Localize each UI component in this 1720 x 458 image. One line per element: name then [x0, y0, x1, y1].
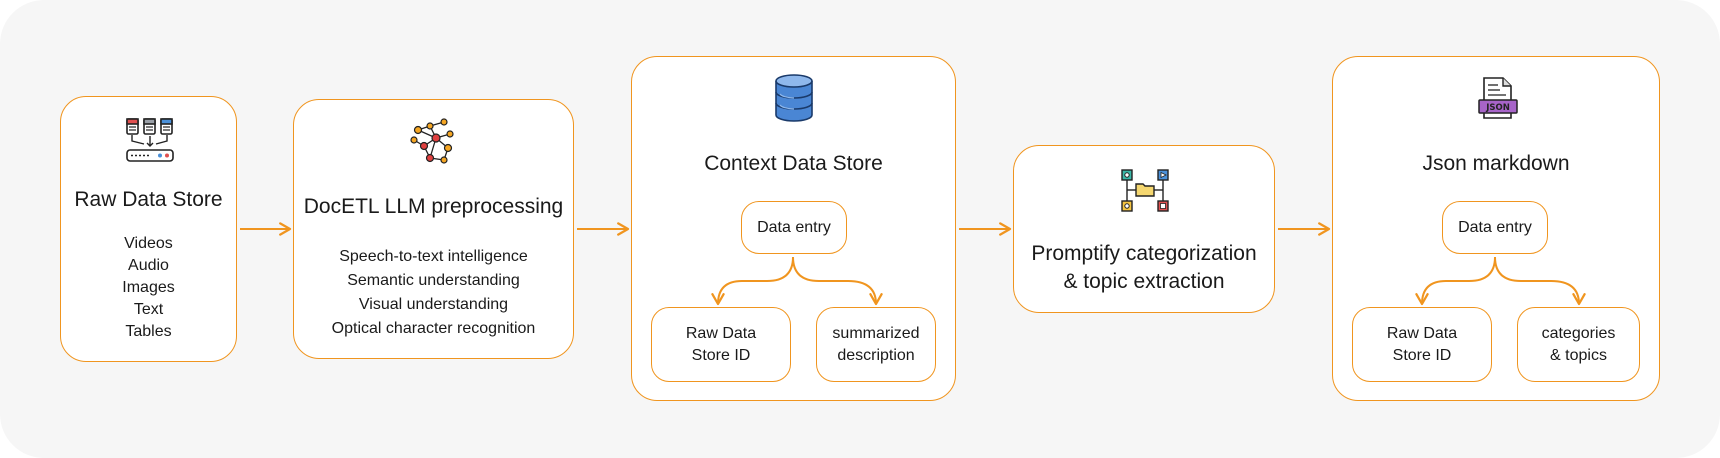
raw-data-store-title: Raw Data Store — [74, 188, 223, 211]
folder-tree-icon — [1121, 166, 1169, 214]
json-file-icon: JSON — [1477, 76, 1519, 120]
json-markdown-title: Json markdown — [1422, 152, 1570, 175]
files-to-server-icon — [124, 117, 176, 165]
docetl-title: DocETL LLM preprocessing — [303, 195, 564, 218]
context-data-store-title: Context Data Store — [704, 152, 883, 175]
docetl-list: Speech-to-text intelligence Semantic und… — [294, 245, 573, 341]
json-raw-data-store-id-box: Raw Data Store ID — [1352, 307, 1492, 382]
list-item: Semantic understanding — [347, 272, 520, 289]
context-data-entry-box: Data entry — [741, 201, 847, 254]
docetl-box: DocETL LLM preprocessing Speech-to-text … — [293, 99, 574, 359]
list-item: Text — [133, 301, 164, 318]
promptify-title-line1: Promptify categorization — [1031, 242, 1257, 265]
promptify-box: Promptify categorization & topic extract… — [1013, 145, 1275, 313]
json-data-entry-box: Data entry — [1442, 201, 1548, 254]
list-item: Videos — [124, 235, 173, 252]
network-graph-icon — [408, 118, 458, 166]
list-item: Images — [122, 279, 175, 296]
list-item: Tables — [125, 323, 172, 340]
database-icon — [774, 74, 814, 122]
json-icon-label: JSON — [1485, 103, 1510, 113]
raw-data-store-box: Raw Data Store Videos Audio Images Text … — [60, 96, 237, 362]
context-summarized-description-box: summarized description — [816, 307, 936, 382]
list-item: Optical character recognition — [331, 320, 536, 337]
promptify-title-line2: & topic extraction — [1063, 270, 1225, 293]
list-item: Visual understanding — [358, 296, 509, 313]
context-raw-data-store-id-box: Raw Data Store ID — [651, 307, 791, 382]
raw-data-store-list: Videos Audio Images Text Tables — [61, 233, 236, 343]
json-categories-topics-box: categories & topics — [1517, 307, 1640, 382]
list-item: Speech-to-text intelligence — [339, 248, 528, 265]
list-item: Audio — [128, 257, 169, 274]
